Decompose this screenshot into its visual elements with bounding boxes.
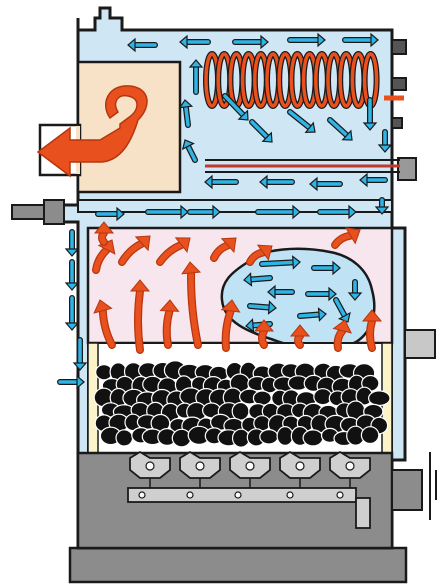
right-lower-port xyxy=(405,330,435,358)
coal-lump xyxy=(369,391,390,406)
left-feed-pipe xyxy=(12,205,48,219)
coal-lump xyxy=(303,430,323,446)
water-arrow xyxy=(66,298,78,330)
coal-lump xyxy=(361,427,378,444)
water-arrow xyxy=(66,232,78,256)
right-connector-mid xyxy=(392,78,406,90)
right-connector-low xyxy=(392,118,402,128)
water-arrow xyxy=(66,262,78,290)
boiler-plinth xyxy=(70,548,406,582)
coal-lump xyxy=(260,430,278,444)
right-connector-top xyxy=(392,40,406,54)
right-thermostat xyxy=(398,158,416,180)
coal-lump xyxy=(116,430,133,446)
left-feed-flange xyxy=(44,200,64,224)
ash-door-hinge xyxy=(392,470,422,510)
coal-bed xyxy=(94,361,390,447)
